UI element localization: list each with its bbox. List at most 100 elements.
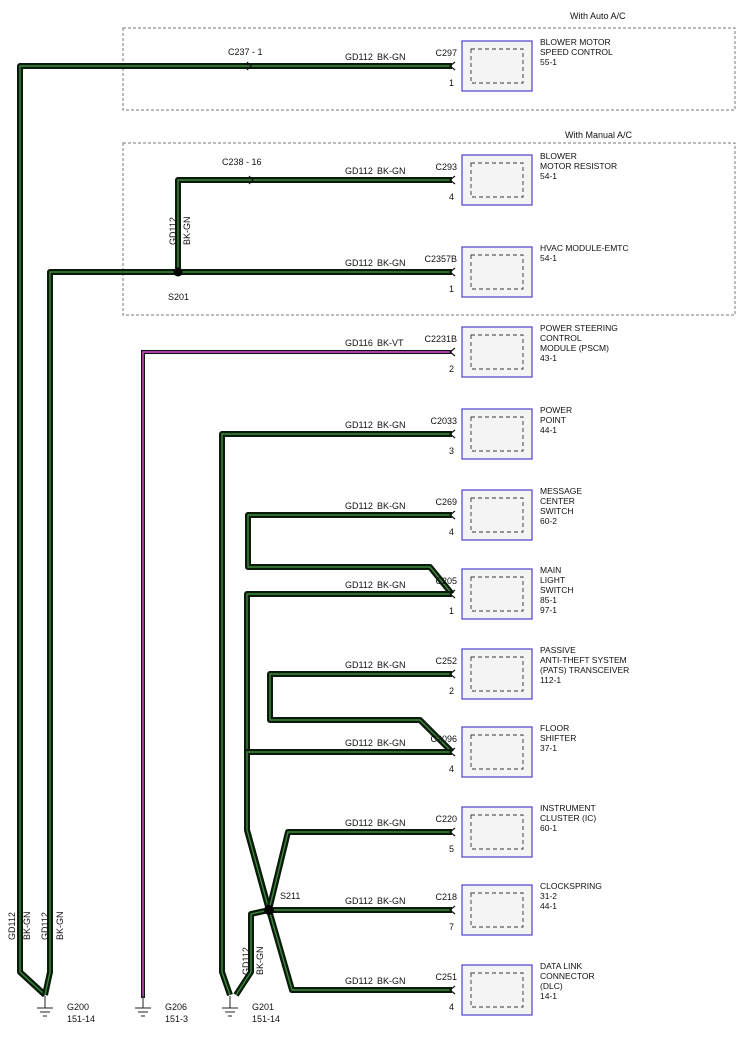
connector-chevron-icon xyxy=(449,61,456,71)
component-box xyxy=(461,489,533,541)
connector-chevron-icon xyxy=(449,267,456,277)
ground-g201: G201 151-14 xyxy=(222,996,280,1024)
connector-chevron-icon xyxy=(449,747,456,757)
wire-layer xyxy=(17,63,455,998)
connector-pin-label: 7 xyxy=(449,922,454,932)
component-box xyxy=(461,154,533,206)
ground-ref-label: 151-3 xyxy=(165,1014,188,1024)
component-box-inner xyxy=(470,734,524,770)
ground-symbol-icon xyxy=(222,996,238,1017)
ground-name-label: G201 xyxy=(252,1002,274,1012)
connector-id-label: C269 xyxy=(435,497,457,507)
g200-right-vertical-color: BK-GN xyxy=(55,911,65,940)
component-box-inner xyxy=(470,656,524,692)
connector-pin-label: 4 xyxy=(449,1002,454,1012)
component-box-inner xyxy=(470,892,524,928)
connector-chevron-icon xyxy=(449,347,456,357)
wire-circuit-label: GD112 xyxy=(345,818,373,828)
g201-vertical-circuit: GD112 xyxy=(241,947,251,975)
wire-s211-dlc xyxy=(266,909,452,993)
connector-chevron-icon xyxy=(449,510,456,520)
ground-name-label: G200 xyxy=(67,1002,89,1012)
wire-color-label: BK-GN xyxy=(377,501,406,511)
connector-pin-label: 2 xyxy=(449,686,454,696)
component-box xyxy=(461,246,533,298)
wire-s211-g201 xyxy=(233,907,270,997)
inline-chevron-c237 xyxy=(246,61,252,71)
ground-g200: G200 151-14 xyxy=(37,996,95,1024)
wire-color-label: BK-GN xyxy=(377,738,406,748)
connector-id-label: C251 xyxy=(435,972,457,982)
component-box-inner xyxy=(470,497,524,533)
component-box-inner xyxy=(470,48,524,84)
connector-pin-label: 4 xyxy=(449,192,454,202)
wire-g206-pscm xyxy=(141,350,452,998)
component-box xyxy=(461,964,533,1016)
wire-color-label: BK-GN xyxy=(377,580,406,590)
wire-color-label: BK-GN xyxy=(377,52,406,62)
splice-s201-label: S201 xyxy=(168,292,189,302)
connector-id-label: C218 xyxy=(435,892,457,902)
wire-circuit-label: GD116 xyxy=(345,338,373,348)
wire-color-label: BK-GN xyxy=(377,258,406,268)
inline-chevron-c238 xyxy=(248,175,254,185)
wire-circuit-label: GD112 xyxy=(345,896,373,906)
wire-circuit-label: GD112 xyxy=(345,166,373,176)
connector-chevron-icon xyxy=(449,175,456,185)
connector-id-label: C252 xyxy=(435,656,457,666)
ground-ref-label: 151-14 xyxy=(252,1014,280,1024)
component-box-inner xyxy=(470,972,524,1008)
ground-ref-label: 151-14 xyxy=(67,1014,95,1024)
component-box xyxy=(461,326,533,378)
component-box xyxy=(461,648,533,700)
connector-pin-label: 4 xyxy=(449,527,454,537)
connector-chevron-icon xyxy=(449,985,456,995)
connector-id-label: C2096 xyxy=(430,734,457,744)
wire-s211-floor-shifter xyxy=(244,749,452,911)
connector-id-label: C2033 xyxy=(430,416,457,426)
s201-vertical-circuit: GD112 xyxy=(168,217,178,245)
wire-circuit-label: GD112 xyxy=(345,738,373,748)
section-auto-ac-label: With Auto A/C xyxy=(570,11,626,21)
splice-s201-dot xyxy=(173,267,183,277)
component-box xyxy=(461,408,533,460)
g200-left-vertical-circuit: GD112 xyxy=(7,912,17,940)
component-box xyxy=(461,568,533,620)
connector-chevron-icon xyxy=(449,429,456,439)
component-box xyxy=(461,884,533,936)
wire-circuit-label: GD112 xyxy=(345,580,373,590)
connector-id-label: C2231B xyxy=(424,334,457,344)
wire-color-label: BK-GN xyxy=(377,976,406,986)
connector-id-label: C297 xyxy=(435,48,457,58)
section-manual-ac-label: With Manual A/C xyxy=(565,130,633,140)
wire-g200-blower-speed xyxy=(17,63,452,998)
g200-right-vertical-circuit: GD112 xyxy=(40,912,50,940)
component-box xyxy=(461,806,533,858)
inline-connector-c238: C238 - 16 xyxy=(222,157,262,167)
splice-s211-label: S211 xyxy=(280,891,300,901)
component-box-inner xyxy=(470,162,524,198)
section-manual-ac: With Manual A/C xyxy=(122,130,736,316)
connector-pin-label: 1 xyxy=(449,284,454,294)
splice-s211-dot xyxy=(264,905,274,915)
